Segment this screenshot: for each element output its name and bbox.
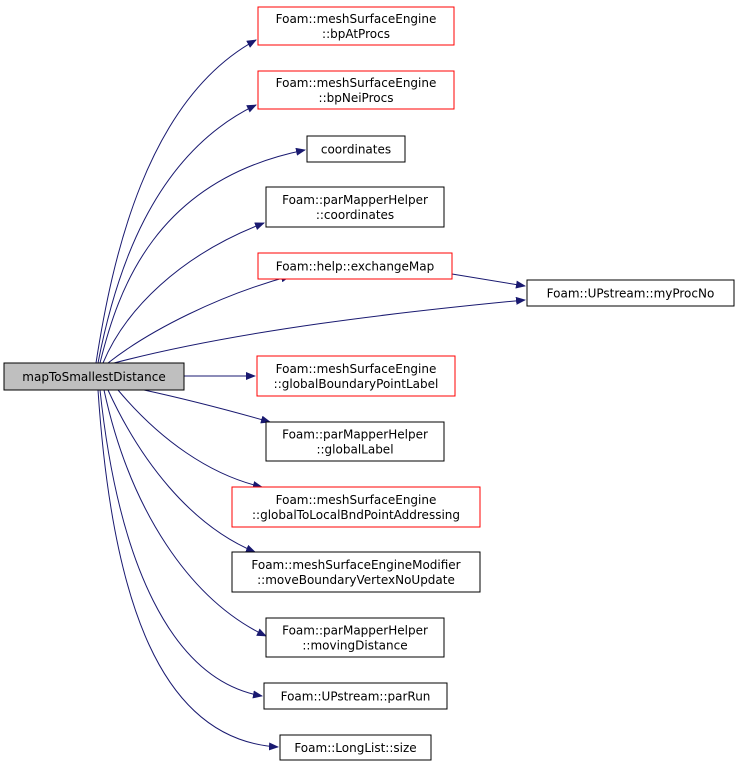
- node-box: [279, 734, 432, 761]
- edge-root-to-bpAtProcs: [95, 39, 257, 364]
- edge-root-to-bpNeiProcs: [97, 104, 257, 364]
- node-moveBoundary[interactable]: Foam::meshSurfaceEngineModifier::moveBou…: [231, 551, 481, 593]
- node-label: Foam::help::exchangeMap: [276, 260, 435, 274]
- node-exchangeMap[interactable]: Foam::help::exchangeMap: [257, 252, 453, 280]
- node-label: Foam::meshSurfaceEngine: [276, 12, 437, 26]
- node-box: [263, 682, 448, 710]
- edge-exchangeMap-to-myProcNo: [451, 273, 526, 289]
- node-label: Foam::UPstream::parRun: [281, 690, 431, 704]
- node-globalLabel[interactable]: Foam::parMapperHelper::globalLabel: [265, 421, 445, 462]
- node-box: [265, 617, 445, 658]
- node-box: [231, 551, 481, 593]
- node-movingDistance[interactable]: Foam::parMapperHelper::movingDistance: [265, 617, 445, 658]
- edge-root-to-pmhCoordinates: [102, 222, 265, 364]
- nodes-layer: mapToSmallestDistanceFoam::meshSurfaceEn…: [3, 6, 735, 761]
- node-label: Foam::parMapperHelper: [282, 193, 428, 207]
- node-label: ::bpAtProcs: [322, 27, 390, 41]
- edge-root-to-myProcNo: [113, 296, 526, 364]
- node-label: Foam::UPstream::myProcNo: [547, 287, 715, 301]
- node-root[interactable]: mapToSmallestDistance: [3, 362, 185, 391]
- node-size[interactable]: Foam::LongList::size: [279, 734, 432, 761]
- node-pmhCoordinates[interactable]: Foam::parMapperHelper::coordinates: [265, 186, 445, 228]
- node-label: coordinates: [321, 143, 391, 157]
- node-box: [265, 186, 445, 228]
- edge-root-to-coordinates: [99, 147, 306, 364]
- node-label: mapToSmallestDistance: [22, 370, 165, 384]
- node-box: [257, 70, 455, 110]
- node-box: [306, 135, 406, 163]
- node-globalToLocal[interactable]: Foam::meshSurfaceEngine::globalToLocalBn…: [231, 486, 481, 528]
- node-bpAtProcs[interactable]: Foam::meshSurfaceEngine::bpAtProcs: [257, 6, 455, 46]
- node-myProcNo[interactable]: Foam::UPstream::myProcNo: [526, 279, 735, 307]
- node-label: Foam::meshSurfaceEngine: [276, 362, 437, 376]
- node-label: ::bpNeiProcs: [319, 91, 394, 105]
- edge-root-to-globalToLocal: [117, 389, 263, 489]
- node-box: [265, 421, 445, 462]
- node-label: ::globalLabel: [316, 443, 393, 457]
- node-label: ::globalBoundaryPointLabel: [274, 377, 439, 391]
- node-label: Foam::meshSurfaceEngineModifier: [251, 558, 460, 572]
- node-label: Foam::parMapperHelper: [282, 624, 428, 638]
- node-label: ::movingDistance: [302, 639, 407, 653]
- node-coordinates[interactable]: coordinates: [306, 135, 406, 163]
- node-label: ::coordinates: [316, 208, 394, 222]
- edge-root-to-exchangeMap: [107, 274, 291, 364]
- node-parRun[interactable]: Foam::UPstream::parRun: [263, 682, 448, 710]
- node-label: Foam::LongList::size: [294, 741, 416, 755]
- edge-root-to-parRun: [99, 389, 263, 699]
- edge-root-to-moveBoundary: [107, 389, 256, 553]
- node-box: [256, 355, 456, 397]
- node-box: [257, 6, 455, 46]
- edge-root-to-globalLabel: [143, 389, 271, 424]
- node-label: ::moveBoundaryVertexNoUpdate: [257, 573, 455, 587]
- node-box: [257, 252, 453, 280]
- edges-layer: [95, 39, 526, 751]
- node-bpNeiProcs[interactable]: Foam::meshSurfaceEngine::bpNeiProcs: [257, 70, 455, 110]
- node-box: [526, 279, 735, 307]
- node-label: Foam::meshSurfaceEngine: [276, 76, 437, 90]
- node-box: [3, 362, 185, 391]
- node-label: Foam::parMapperHelper: [282, 428, 428, 442]
- edge-root-to-movingDistance: [103, 389, 267, 637]
- node-box: [231, 486, 481, 528]
- node-label: Foam::meshSurfaceEngine: [276, 493, 437, 507]
- node-label: ::globalToLocalBndPointAddressing: [252, 508, 460, 522]
- edge-root-to-size: [97, 389, 279, 751]
- node-globalBoundaryPointLabel[interactable]: Foam::meshSurfaceEngine::globalBoundaryP…: [256, 355, 456, 397]
